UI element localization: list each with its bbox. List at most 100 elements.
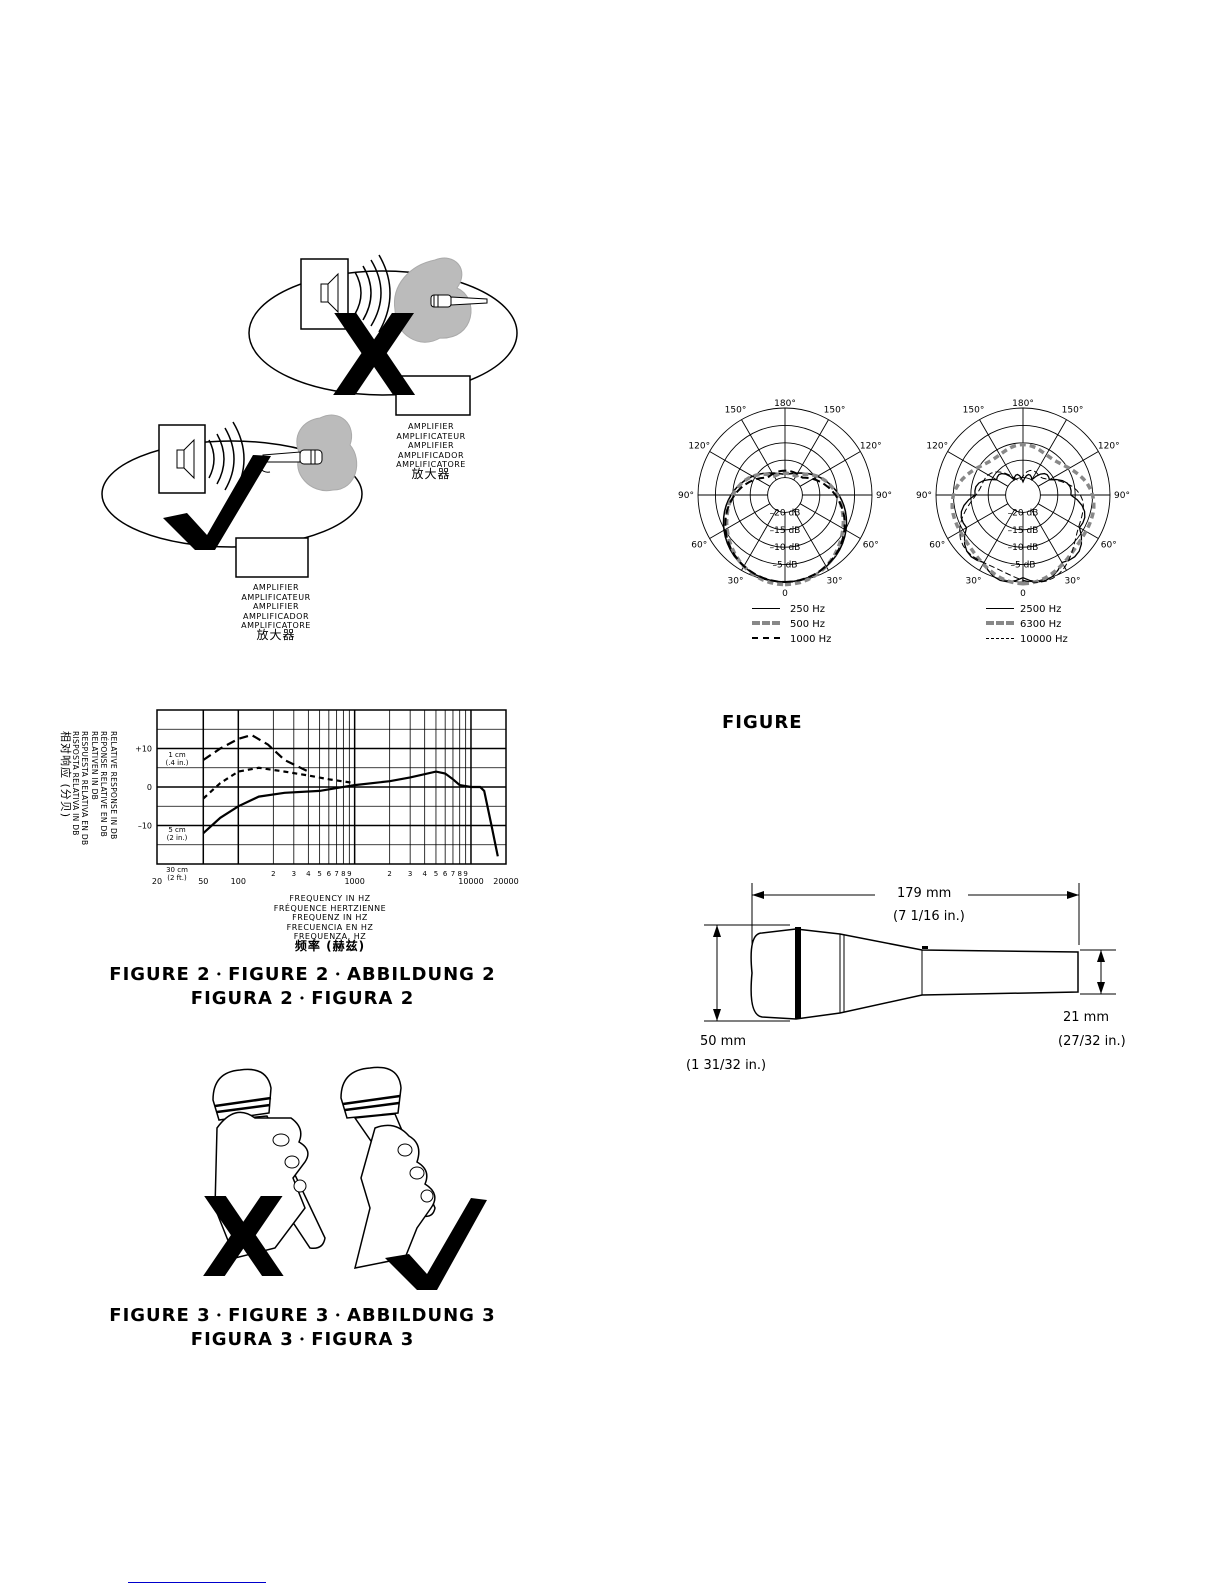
separator: • [215,1309,224,1322]
separator: • [298,1333,307,1346]
amp-label-zh: 放大器 [411,466,451,481]
x-tick-label: 100 [231,877,246,886]
angle-label: 30° [728,577,744,587]
grip-diagram: X [201,1066,487,1293]
legend-label: 250 Hz [790,604,826,615]
series-line [202,733,309,773]
legend-label: 10000 Hz [1020,634,1068,645]
angle-label: 120° [688,442,710,452]
polar-spoke [709,451,771,487]
polar-spoke [799,451,861,487]
angle-label: 60° [691,541,707,551]
x-tick-label: 50 [198,877,208,886]
angle-label: 120° [860,442,882,452]
angle-label: 60° [1101,541,1117,551]
x-axis-label: FREQUENCY IN HZ FRÉQUENCE HERTZIENNE FRE… [240,894,420,951]
dimension-drawing [704,883,1116,1022]
polar-pattern-figure: 180°150°150°120°120°90°90°60°60°30°30°0–… [678,399,1130,599]
x-tick-label: 7 [451,870,455,878]
tail-in-label: (27/32 in.) [1058,1034,1126,1049]
head-in-label: (1 31/32 in.) [686,1058,767,1073]
ring-label: –5 dB [773,561,798,571]
ring-label: –10 dB [1008,543,1039,553]
caption-part: FIGURA 3 [190,1329,294,1350]
caption-part: FIGURE 2 [109,964,211,985]
polar-spoke [1031,509,1067,571]
polar-caption: FIGURE [722,712,803,733]
polar-curve [724,469,846,584]
angle-label: 90° [916,491,932,501]
ring-label: –20 dB [770,508,801,518]
x-tick-label: 5 [317,870,321,878]
legend-item: 1000 Hz [752,632,831,647]
polar-plot-low: 180°150°150°120°120°90°90°60°60°30°30°0–… [678,399,892,599]
y-tick-label: +10 [135,745,152,754]
x-tick-label: 9 [463,870,467,878]
angle-label: 30° [1065,577,1081,587]
polar-legend-left: 250 Hz 500 Hz 1000 Hz [752,602,831,647]
legend-item: 10000 Hz [986,632,1068,647]
x-tick-label: 3 [292,870,296,878]
x-tick-label: 7 [334,870,338,878]
caption-part: FIGURA 2 [190,988,294,1009]
y-tick-label: 0 [147,783,152,792]
polar-spoke [793,419,829,481]
polar-spoke [979,419,1015,481]
caption-part: FIGURE 3 [228,1305,330,1326]
figure3-caption: FIGURE 3•FIGURE 3•ABBILDUNG 3 FIGURA 3•F… [80,1304,525,1352]
x-tick-label: 20 [152,877,162,886]
ylabel-line: RÉPONSE RELATIVE EN DB [99,731,109,838]
length-label: 179 mm [897,886,952,901]
amp-label-en: AMPLIFIER [407,422,455,431]
amp-label-zh: 放大器 [256,627,296,642]
angle-label: 90° [1114,491,1130,501]
amp-label-es: AMPLIFICADOR [397,450,465,460]
ring-label: –15 dB [1008,526,1039,536]
ring-label: –10 dB [770,543,801,553]
series-label: (2 in.) [167,834,188,842]
check-mark [385,1198,487,1290]
series-label: (2 ft.) [167,874,187,882]
legend-label: 500 Hz [790,619,826,630]
separator: • [298,992,307,1005]
ylabel-line-zh: 相对响应 (分贝) [59,731,73,819]
x-tick-label: 9 [347,870,351,878]
series-line [202,770,499,857]
angle-label: 150° [1062,405,1084,415]
angle-label: 0 [782,589,788,599]
xlabel-line: FREQUENZA, HZ [293,932,367,941]
length-in-label: (7 1/16 in.) [893,909,965,924]
legend-label: 1000 Hz [790,634,832,645]
caption-part: FIGURE 3 [109,1305,211,1326]
polar-spoke [947,503,1009,539]
caption-part: FIGURA 3 [311,1329,415,1350]
legend-item: 2500 Hz [986,602,1068,617]
correct-setup [101,414,363,578]
xlabel-line: FRÉQUENCE HERTZIENNE [273,903,387,913]
polar-spoke [709,503,771,539]
caption-part: FIGURE 2 [228,964,330,985]
y-tick-label: –10 [138,822,152,831]
angle-label: 90° [876,491,892,501]
amp-label-fr: AMPLIFICATEUR [241,592,311,602]
x-tick-label: 2 [271,870,275,878]
microphone-outline [750,928,1079,1020]
x-tick-label: 2 [387,870,391,878]
x-tick-label: 1000 [344,877,364,886]
amp-label-de: AMPLIFIER [407,441,455,450]
ring-label: –20 dB [1008,508,1039,518]
x-tick-label: 6 [327,870,332,878]
angle-label: 30° [966,577,982,587]
polar-spoke [741,509,777,571]
x-mark: X [331,292,417,422]
polar-spoke [979,509,1015,571]
legend-item: 6300 Hz [986,617,1068,632]
angle-label: 120° [926,442,948,452]
separator: • [215,968,224,981]
check-mark [163,455,271,550]
x-tick-label: 4 [422,870,427,878]
legend-label: 2500 Hz [1020,604,1062,615]
polar-spoke [799,503,861,539]
angle-label: 150° [725,405,747,415]
separator: • [334,968,342,981]
